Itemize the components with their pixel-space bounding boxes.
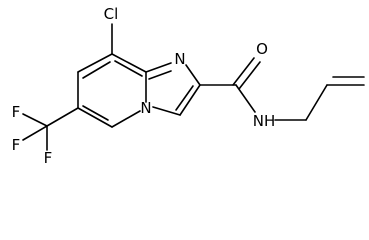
fluorine-label-3: F [44,149,53,167]
bond-camide-o-double [238,61,261,90]
bond-c8-c8a-double [114,60,143,77]
imidazole-nitrogen-label: N [174,50,185,68]
bond-c5-c6-double [82,105,109,121]
bond-ch2-ch [305,84,328,121]
fluorine-label-2: F [12,136,21,154]
bond-c8a-n1-double [148,70,172,80]
atom-labels: Cl N N O NH F F F [12,5,276,167]
chlorine-label: Cl [104,5,119,23]
bond-c6-cf3 [46,107,79,127]
bond-c8a-n1 [145,62,172,73]
carbonyl-oxygen-label: O [256,40,268,58]
bond-cf3-f2 [22,125,48,141]
bond-camide-n [235,84,256,113]
bond-cf3-f1 [22,113,48,127]
bond-c5-c6 [77,107,113,128]
amide-nh-label: NH [253,112,276,130]
bond-c7-c8-double [82,61,111,79]
bond-n1-c2 [185,64,201,86]
bond-c2-c3 [179,84,201,116]
bridgehead-nitrogen-label: N [140,99,151,117]
bond-c8-c8a [111,53,147,73]
bonds [22,23,365,151]
fluorine-label-1: F [12,103,21,121]
bond-n4-c5 [111,110,141,128]
bond-c3-n4 [152,106,181,116]
bond-camide-o [232,57,255,86]
bond-c7-c8 [77,53,113,73]
molecule-structure: Cl N N O NH F F F [12,5,365,167]
bond-c2-c3-double [175,85,194,111]
